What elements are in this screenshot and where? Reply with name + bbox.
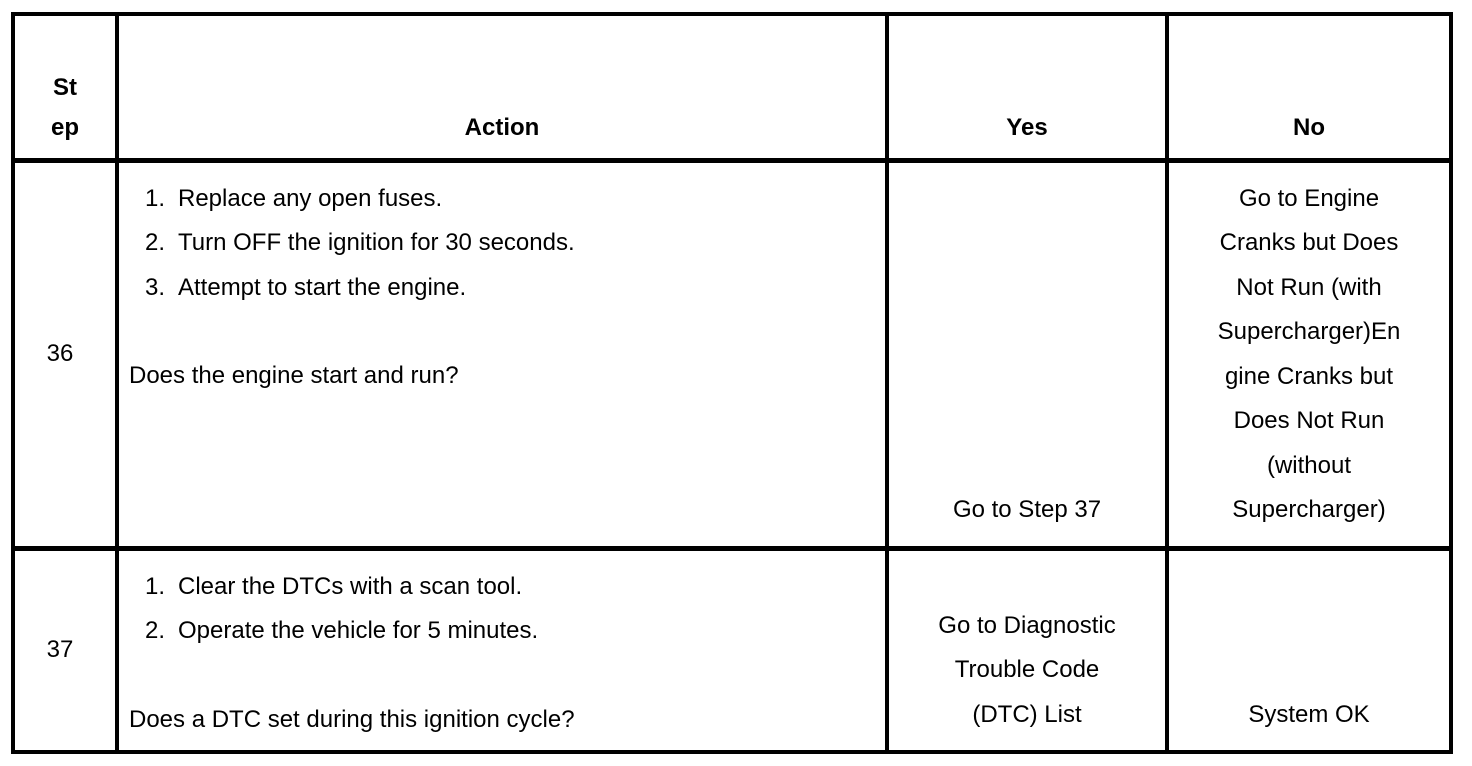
yes-text-line: Trouble Code bbox=[954, 656, 1100, 683]
list-item-text: Turn OFF the ignition for 30 seconds. bbox=[178, 229, 575, 256]
yes-text-line: Go to Diagnostic bbox=[938, 611, 1116, 639]
action-cell-37: 1. Clear the DTCs with a scan tool. 2. O… bbox=[115, 546, 889, 754]
no-text-line: (without bbox=[1266, 451, 1352, 479]
header-step: St ep bbox=[11, 12, 119, 163]
action-list-item: 2. Operate the vehicle for 5 minutes. bbox=[129, 609, 869, 654]
list-item-number: 2. bbox=[145, 617, 166, 644]
list-item-text: Operate the vehicle for 5 minutes. bbox=[178, 617, 539, 644]
header-no: No bbox=[1165, 12, 1453, 163]
yes-text-line: (DTC) List bbox=[972, 700, 1082, 728]
action-cell-36: 1. Replace any open fuses. 2. Turn OFF t… bbox=[115, 158, 889, 551]
table-row-step-37: 37 1. Clear the DTCs with a scan tool. 2… bbox=[11, 546, 1453, 754]
no-text-line: System OK bbox=[1248, 700, 1370, 728]
list-item-text: Clear the DTCs with a scan tool. bbox=[178, 572, 523, 600]
header-action: Action bbox=[115, 12, 889, 163]
header-step-line2: ep bbox=[50, 113, 79, 141]
header-yes: Yes bbox=[885, 12, 1169, 163]
no-text-line: gine Cranks but bbox=[1224, 362, 1394, 390]
action-list-item: 1. Clear the DTCs with a scan tool. bbox=[129, 565, 869, 610]
step-number-36: 36 bbox=[11, 158, 119, 551]
no-text-line: Go to Engine bbox=[1238, 184, 1380, 212]
list-item-number: 1. bbox=[145, 184, 166, 212]
action-list-item: 3. Attempt to start the engine. bbox=[129, 266, 869, 311]
header-row: St ep Action Yes No bbox=[11, 12, 1453, 163]
list-item-number: 3. bbox=[145, 273, 166, 301]
table-row-step-36: 36 1. Replace any open fuses. 2. Turn OF… bbox=[11, 158, 1453, 551]
no-cell-37: System OK bbox=[1165, 546, 1453, 754]
header-step-line1: St bbox=[53, 73, 77, 101]
list-item-text: Attempt to start the engine. bbox=[178, 273, 467, 301]
no-text-line: Not Run (with bbox=[1236, 273, 1382, 301]
step-number-37: 37 bbox=[11, 546, 119, 754]
diagnostic-table: St ep Action Yes No 36 1. Replace any op… bbox=[11, 12, 1453, 754]
yes-cell-37: Go to Diagnostic Trouble Code (DTC) List bbox=[885, 546, 1169, 754]
no-cell-36: Go to Engine Cranks but Does Not Run (wi… bbox=[1165, 158, 1453, 551]
list-item-number: 1. bbox=[145, 572, 166, 600]
yes-text-line: Go to Step 37 bbox=[952, 496, 1102, 523]
yes-cell-36: Go to Step 37 bbox=[885, 158, 1169, 551]
action-list-item: 1. Replace any open fuses. bbox=[129, 177, 869, 222]
list-item-text: Replace any open fuses. bbox=[178, 184, 443, 212]
no-text-line: Supercharger) bbox=[1232, 496, 1386, 523]
no-text-line: Cranks but Does bbox=[1219, 229, 1399, 256]
action-question: Does the engine start and run? bbox=[129, 362, 459, 389]
action-list-item: 2. Turn OFF the ignition for 30 seconds. bbox=[129, 221, 869, 266]
action-question: Does a DTC set during this ignition cycl… bbox=[129, 705, 575, 733]
no-text-line: Does Not Run bbox=[1233, 407, 1385, 434]
list-item-number: 2. bbox=[145, 229, 166, 256]
no-text-line: Supercharger)En bbox=[1217, 318, 1401, 345]
